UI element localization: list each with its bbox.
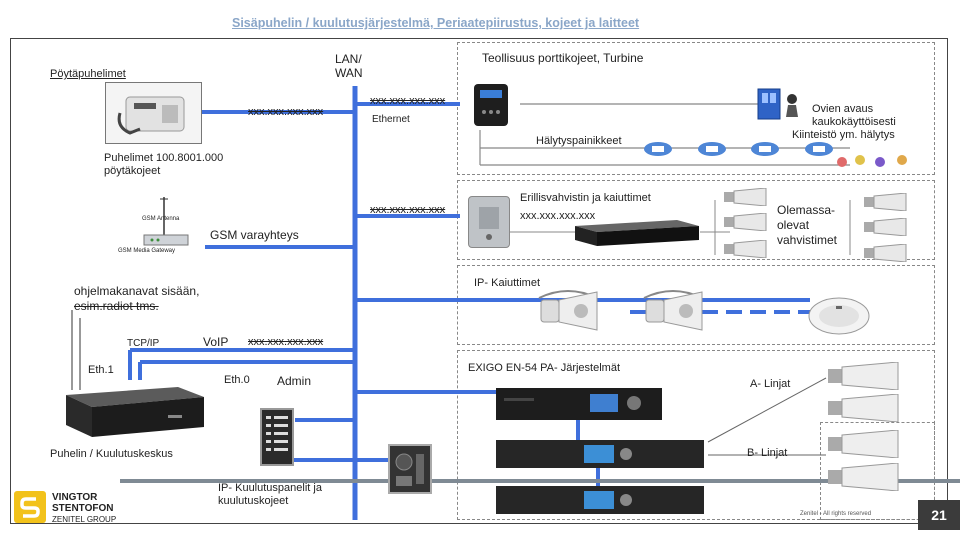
page-number: 21 [918,500,960,530]
desk-phones-caption-1: Puhelimet 100.8001.000 [104,152,224,164]
b-lines-label: B- Linjat [747,447,788,459]
wall-speaker-image [468,196,510,248]
zone-amplifier [457,180,935,260]
horn-speaker [722,212,768,236]
horn-speaker [826,361,900,395]
horn-speaker [826,462,900,496]
amplifier-title: Erillisvahvistin ja kaiuttimet [520,192,651,204]
alarm-button-icon [750,141,780,162]
exchange-caption: Puhelin / Kuulutuskeskus [50,448,173,460]
industry-ip: xxx.xxx.xxx.xxx [370,95,446,107]
turbine-station-image [460,80,520,130]
alarm-button-icon [804,141,834,162]
intercom-station-image [388,444,432,494]
outer-frame [10,38,948,524]
alarm-button-icon [643,141,673,162]
exchange-image [58,375,210,443]
gsm-gateway-text: GSM Media Gateway [118,248,176,254]
voip-label: VoIP [203,335,229,349]
property-alarm-icon [832,150,922,177]
exigo-amplifier-image [494,438,706,470]
zone-exigo-lines [820,422,935,520]
a-lines-label: A- Linjat [750,378,791,390]
exigo-label: EXIGO EN-54 PA- Järjestelmät [468,362,621,374]
amplifier-line-ip: xxx.xxx.xxx.xxx [370,204,446,216]
logo-line-1: VINGTOR [52,492,98,503]
amplifier-unit-icon [575,220,699,246]
desk-phones-caption-2: pöytäkojeet [104,165,161,177]
exigo-controller-image [494,386,664,422]
logo-line-2: STENTOFON [52,503,114,514]
exigo-amplifier-icon [496,440,704,468]
door-text-2: kaukokäyttöisesti [812,116,896,128]
ceiling-speaker-icon [808,297,870,335]
horn-speaker [722,239,768,263]
industry-title: Teollisuus porttikojeet, Turbine [482,51,644,65]
zone-ip-speakers [457,265,935,345]
eth0-label: Eth.0 [224,374,250,386]
amplifier-unit-image [573,218,701,248]
desk-phones-heading: Pöytäpuhelimet [50,68,126,80]
alarm-buttons-label: Hälytyspainikkeet [536,135,622,147]
program-text-2: esim.radiot tms. [74,299,159,313]
desk-phone-icon [117,96,185,135]
panels-caption-2: kuulutuskojeet [218,495,289,507]
ip-horn-speaker-image [535,288,601,339]
intercom-speaker-icon [395,453,424,486]
voip-ip: xxx.xxx.xxx.xxx [248,336,324,348]
exigo-amplifier-image [494,484,706,516]
horn-speaker [826,429,900,463]
ceiling-speaker-image [806,288,872,343]
horn-speaker [722,187,768,211]
admin-label: Admin [277,374,312,388]
ip-horn-speaker-image [640,288,706,339]
desk-phones-ip: xxx.xxx.xxx.xxx [248,106,324,118]
alarm-button-icon [697,141,727,162]
exchange-unit-icon [66,387,204,437]
gsm-gateway-image [112,195,202,255]
lan-label: LAN/ WAN [335,52,363,80]
ip-panel-image [260,408,294,466]
copyright-text: Zenitel - All rights reserved [800,511,872,517]
property-text: Kiinteistö ym. hälytys [792,129,895,141]
horn-speaker [862,217,908,241]
amplifier-ip: xxx.xxx.xxx.xxx [520,210,596,222]
gsm-antenna-text: GSM Antenna [142,216,180,222]
ethernet-label: Ethernet [372,114,410,125]
door-icon [752,85,804,123]
panels-caption-1: IP- Kuulutuspanelit ja [218,482,322,494]
logo-line-3: ZENITEL GROUP [52,515,117,524]
door-text-1: Ovien avaus [812,103,874,115]
existing-text-2: olevat [777,218,810,232]
horn-speaker [862,192,908,216]
zone-industry [457,42,935,175]
gsm-label: GSM varayhteys [210,228,299,242]
program-text-1: ohjelmakanavat sisään, [74,284,200,298]
exigo-controller-icon [496,388,662,420]
ip-horn-speaker-icon [643,290,703,331]
company-logo-icon [14,491,46,523]
existing-text-1: Olemassa- [777,203,836,217]
company-logo [14,491,46,523]
exigo-amplifier-icon [496,486,704,514]
existing-text-3: vahvistimet [777,233,838,247]
ip-speakers-label: IP- Kaiuttimet [474,277,541,289]
desk-phone-image [105,82,202,144]
turbine-station-icon [474,84,508,126]
ip-horn-speaker-icon [538,290,598,331]
horn-speaker [826,393,900,427]
gsm-antenna-icon [143,197,189,246]
page-title: Sisäpuhelin / kuulutusjärjestelmä, Peria… [232,16,640,30]
wall-speaker-icon [479,207,499,240]
tcpip-label: TCP/IP [127,338,160,349]
horn-speaker [862,243,908,267]
panel-buttons-icon [266,416,288,451]
eth1-label: Eth.1 [88,364,114,376]
